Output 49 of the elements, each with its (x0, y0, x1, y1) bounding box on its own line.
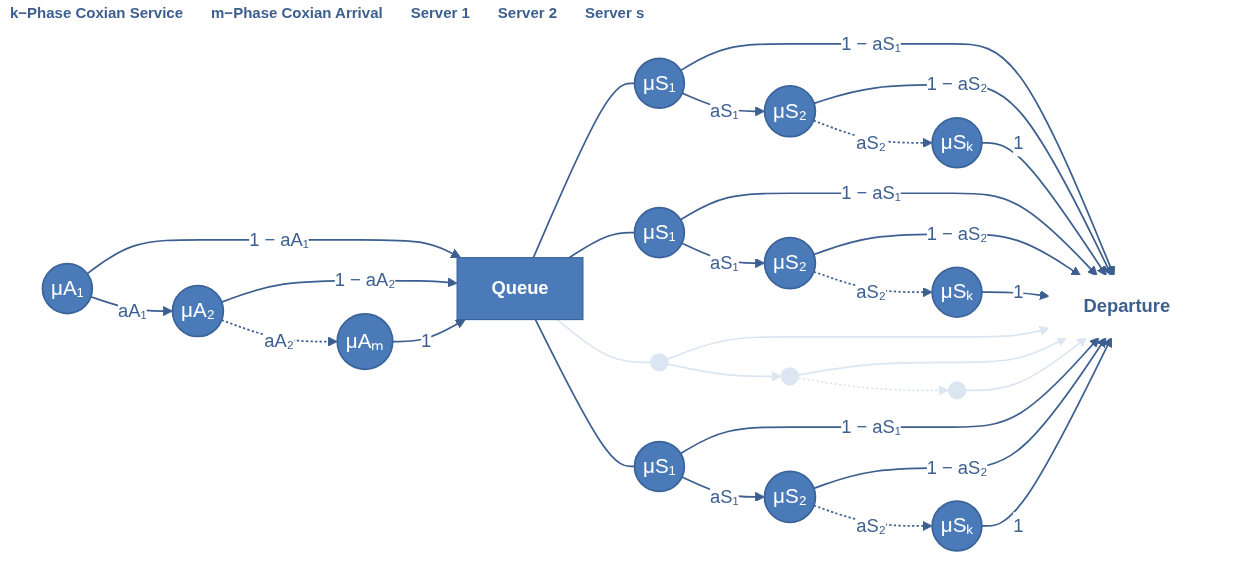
edge-label: 1 − aA₁ (249, 229, 309, 249)
group-heading: Server 2 (497, 4, 558, 21)
edge-label: aS₁ (710, 252, 739, 273)
edge-label: aS₂ (856, 281, 886, 302)
arrow (981, 141, 1107, 277)
node-circle: μSₖ (931, 266, 983, 318)
node-circle (780, 367, 800, 386)
group-heading: m−Phase Coxian Arrival (211, 4, 383, 21)
node-circle: μA₂ (171, 284, 225, 338)
node-circle (947, 381, 967, 400)
edge-label: 1 − aS₂ (926, 223, 988, 244)
edge-label: 1 − aA₂ (334, 270, 396, 290)
arrow (666, 363, 782, 382)
node-text: Departure (1083, 296, 1171, 316)
edge-label: aA₁ (118, 300, 147, 321)
node-circle: μSₖ (931, 500, 983, 552)
arrow (981, 290, 1050, 301)
edge-label: 1 (421, 331, 432, 351)
arrow (981, 337, 1112, 527)
node-circle: μS₂ (763, 470, 817, 524)
edge-label: aA₂ (264, 331, 294, 351)
arrow (813, 337, 1107, 490)
edge-label: aS₂ (856, 515, 886, 536)
node-circle: μS₁ (633, 206, 686, 259)
edge-label: 1 (1013, 515, 1024, 536)
group-heading: Server s (585, 4, 645, 21)
node-circle: μAₘ (336, 312, 394, 371)
edge-label: aS₁ (710, 100, 739, 121)
group-heading: Server 1 (410, 4, 470, 21)
node-circle: μS₂ (763, 85, 817, 138)
edge-label: 1 − aS₁ (841, 33, 901, 54)
edge-label: 1 − aS₁ (841, 416, 901, 437)
arrow (679, 337, 1100, 455)
node-box: Queue (456, 257, 584, 321)
node-circle (650, 353, 669, 372)
edge-label: 1 (1013, 281, 1024, 302)
arrow (666, 325, 1050, 361)
group-heading: k−Phase Coxian Service (10, 4, 184, 21)
node-circle: μA₁ (41, 262, 94, 315)
node-circle: μS₂ (763, 236, 817, 290)
edge-label: aS₁ (710, 486, 739, 507)
edge-label: aS₂ (856, 132, 886, 152)
node-circle: μS₁ (633, 57, 686, 110)
edge-label: 1 − aS₁ (841, 182, 901, 203)
edge-label: 1 − aS₂ (926, 74, 988, 94)
node-circle: μSₖ (931, 117, 983, 169)
edge-label: 1 (1013, 132, 1024, 152)
node-circle: μS₁ (633, 440, 686, 493)
edge-label: 1 − aS₂ (926, 457, 988, 478)
